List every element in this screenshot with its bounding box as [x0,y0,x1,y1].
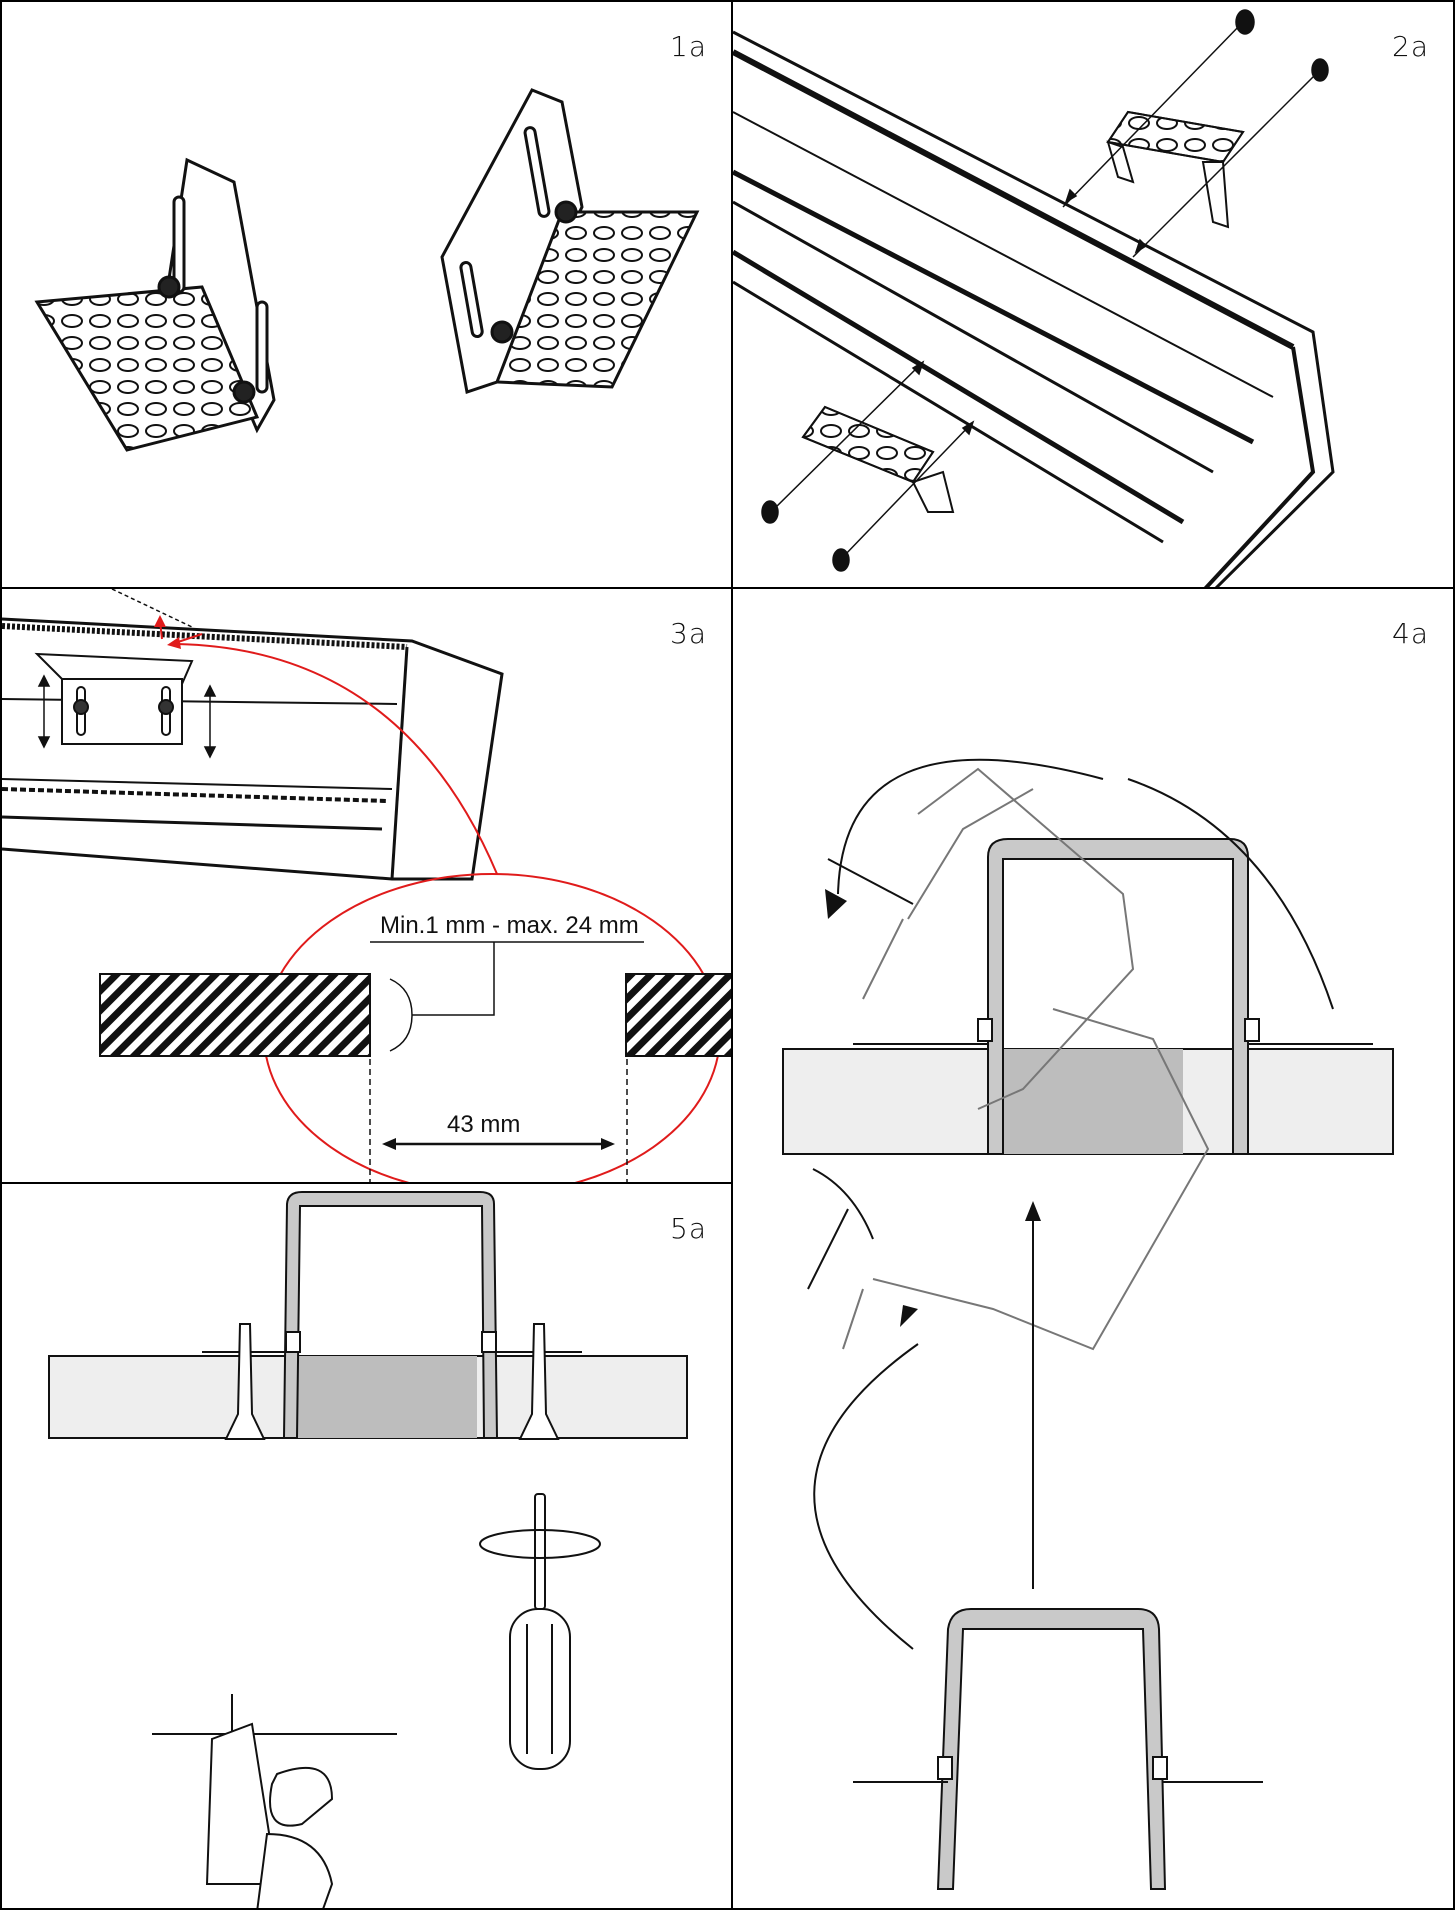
panel-label: 4a [1392,617,1429,650]
profile-insertion-diagram [782,758,1394,1890]
panel-5a: 5a [0,1182,733,1910]
hand-drill [152,1694,397,1908]
panel-3a: 3a [0,587,733,1184]
panel-label: 2a [1392,30,1429,63]
panel-2a: 2a [731,0,1455,589]
panel-label: 5a [670,1212,707,1245]
panel-label: 3a [670,617,707,650]
panel-4a: 4a [731,587,1455,1910]
bracket-3a [34,652,194,745]
top-bracket [1106,110,1245,229]
screw-right [518,1323,560,1440]
panel-1a: 1a [0,0,733,589]
bottom-bracket [801,405,955,513]
cutout-fill [993,1049,1183,1154]
board-left [99,973,371,1057]
screw-left [224,1323,266,1440]
opening-width-label: 43 mm [447,1111,520,1138]
cutout-dimension-diagram: Min.1 mm - max. 24 mm 43 mm [2,589,731,1182]
bracket-illustrations [34,88,700,452]
left-bracket [34,157,276,452]
gap-range-label: Min.1 mm - max. 24 mm [380,912,639,939]
screw-fixing-diagram [48,1191,688,1908]
board-right [625,973,731,1057]
cutout-fill [292,1356,477,1438]
right-bracket [440,88,700,394]
panel-label: 1a [670,30,707,63]
profile-assembly-illustration [733,9,1335,587]
screwdriver [479,1493,601,1770]
